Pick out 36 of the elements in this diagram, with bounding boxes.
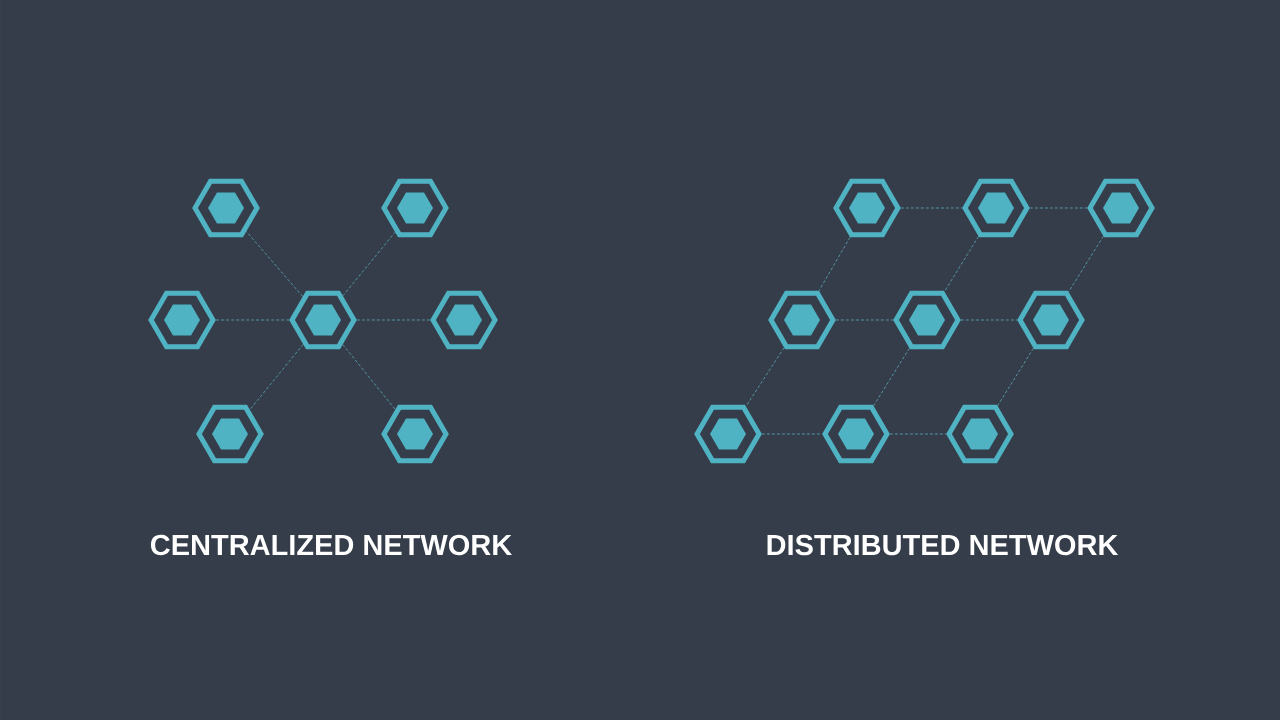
hexagon-node <box>430 290 498 350</box>
hexagon-node <box>289 290 357 350</box>
hexagon-node <box>694 404 762 464</box>
dashed-connector <box>1029 207 1088 209</box>
hexagon-node <box>192 178 260 238</box>
hexagon-node <box>962 178 1030 238</box>
hexagon-node <box>381 404 449 464</box>
dashed-connector <box>960 319 1018 321</box>
hexagon-node <box>381 178 449 238</box>
dashed-connector <box>889 433 947 435</box>
dashed-connector <box>818 236 851 292</box>
hexagon-node <box>1087 178 1155 238</box>
network-title: CENTRALIZED NETWORK <box>150 534 512 556</box>
dashed-connector <box>246 231 304 297</box>
dashed-connector <box>761 433 823 435</box>
dashed-connector <box>249 343 304 410</box>
dashed-connector <box>944 236 979 292</box>
dashed-connector <box>1068 235 1104 293</box>
hexagon-node <box>196 404 264 464</box>
dashed-connector <box>835 319 894 321</box>
hexagon-node <box>148 290 216 350</box>
dashed-connector <box>215 319 290 321</box>
dashed-connector <box>342 344 396 410</box>
dashed-connector <box>873 347 910 407</box>
hexagon-node <box>1017 290 1085 350</box>
hexagon-node <box>893 290 961 350</box>
hexagon-node <box>946 404 1014 464</box>
dashed-connector <box>900 207 963 209</box>
hexagon-node <box>822 404 890 464</box>
hexagon-node <box>768 290 836 350</box>
network-title: DISTRIBUTED NETWORK <box>767 534 1119 556</box>
dashed-connector <box>356 319 431 321</box>
dashed-connector <box>342 231 396 297</box>
dashed-connector <box>745 347 785 407</box>
hexagon-node <box>833 178 901 238</box>
dashed-connector <box>997 347 1034 407</box>
